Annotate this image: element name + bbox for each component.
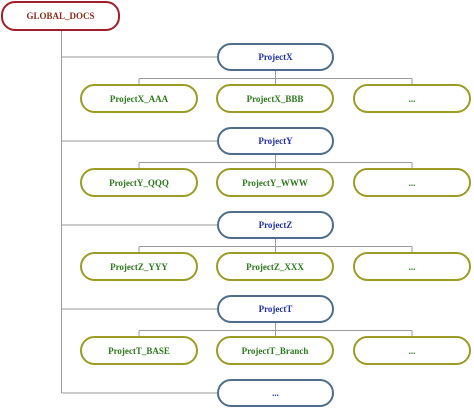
sub-node-1-1: ProjectY_WWW	[216, 168, 334, 197]
sub-node-label: ProjectX_BBB	[246, 93, 304, 104]
sub-node-label: ...	[408, 177, 416, 188]
sub-node-label: ProjectY_QQQ	[109, 177, 169, 188]
project-node-0: ProjectX	[217, 43, 334, 71]
sub-node-label: ProjectY_WWW	[242, 177, 308, 188]
sub-node-0-1: ProjectX_BBB	[216, 84, 334, 113]
sub-node-3-0: ProjectT_BASE	[80, 336, 198, 365]
sub-node-2-2: ...	[353, 252, 471, 281]
project-node-3: ProjectT	[217, 295, 334, 323]
sub-node-label: ProjectZ_XXX	[246, 261, 304, 272]
sub-node-0-2: ...	[353, 84, 471, 113]
sub-node-2-1: ProjectZ_XXX	[216, 252, 334, 281]
sub-node-label: ...	[408, 261, 416, 272]
sub-node-0-0: ProjectX_AAA	[80, 84, 198, 113]
sub-node-3-1: ProjectT_Branch	[216, 336, 334, 365]
sub-node-label: ProjectT_Branch	[241, 345, 309, 356]
project-node-label: ProjectT	[258, 304, 293, 314]
project-node-label: ...	[272, 388, 279, 398]
root-node-label: GLOBAL_DOCS	[26, 11, 95, 21]
root-node-global-docs: GLOBAL_DOCS	[1, 1, 120, 31]
sub-node-label: ProjectT_BASE	[108, 345, 170, 356]
project-node-2: ProjectZ	[217, 211, 334, 239]
sub-node-label: ...	[408, 93, 416, 104]
project-node-label: ProjectX	[258, 52, 293, 62]
sub-node-label: ProjectX_AAA	[109, 93, 169, 104]
project-node-label: ProjectZ	[258, 220, 293, 230]
sub-node-3-2: ...	[353, 336, 471, 365]
sub-node-2-0: ProjectZ_YYY	[80, 252, 198, 281]
sub-node-label: ...	[408, 345, 416, 356]
sub-node-label: ProjectZ_YYY	[110, 261, 168, 272]
project-node-1: ProjectY	[217, 127, 334, 155]
project-node-label: ProjectY	[258, 136, 293, 146]
sub-node-1-0: ProjectY_QQQ	[80, 168, 198, 197]
sub-node-1-2: ...	[353, 168, 471, 197]
project-node-4: ...	[217, 379, 334, 407]
